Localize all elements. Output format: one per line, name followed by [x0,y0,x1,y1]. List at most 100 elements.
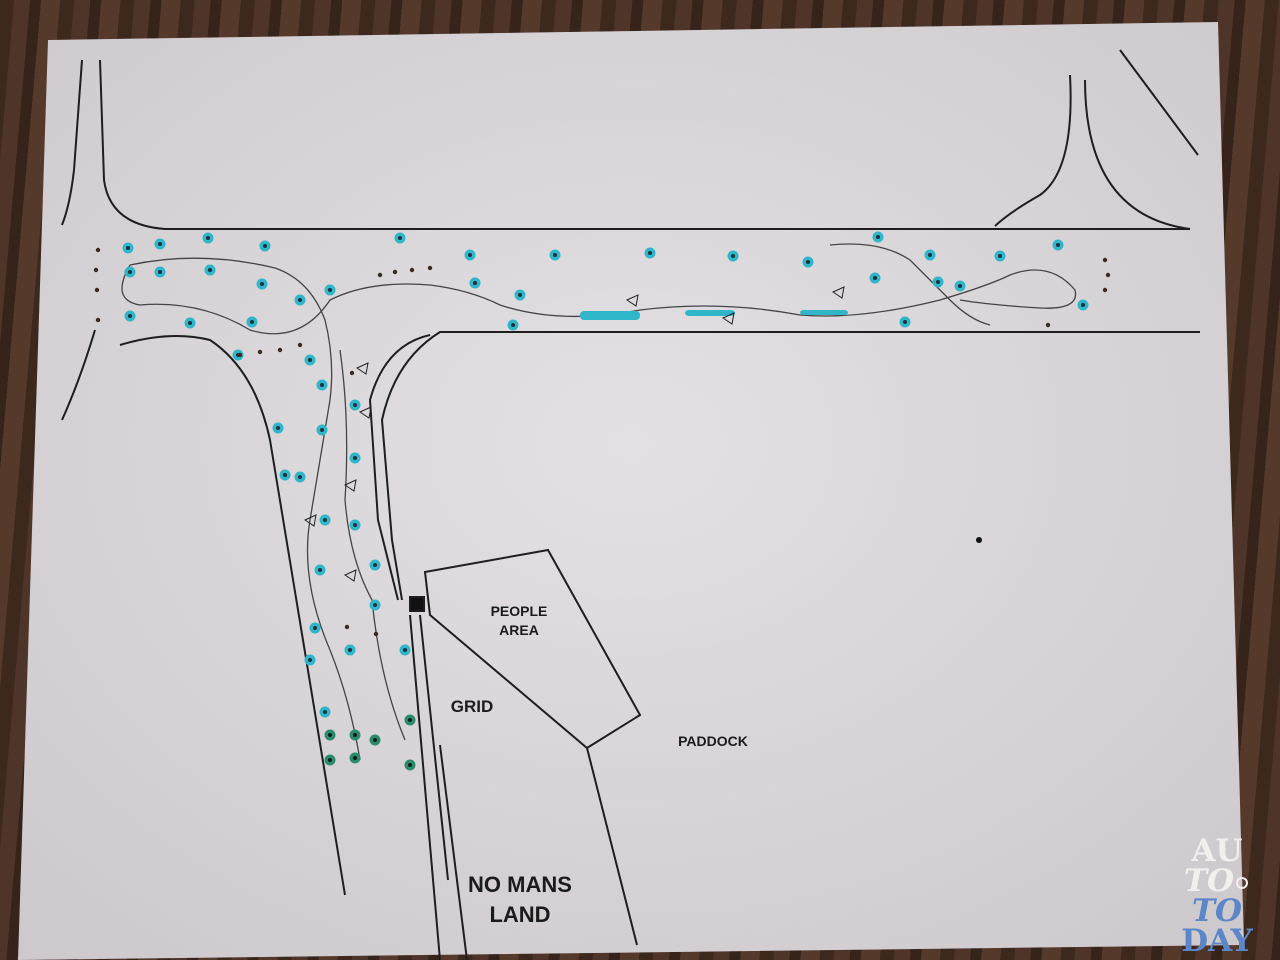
cone-center [998,254,1002,258]
small-cone-dot [257,349,263,355]
cone-center [208,268,212,272]
slalom-cone-row [800,310,848,315]
cone-center [648,251,652,255]
label-paddock: PADDOCK [678,733,748,749]
cone-center [403,648,407,652]
left-road-outer-edge [61,59,83,226]
watermark-line2a: TO [1183,863,1235,899]
racing-line [121,243,1077,761]
pointer-cone-icon [721,312,735,325]
cone-center [353,733,357,737]
pointer-cone-icon [355,362,369,375]
cone-center [263,244,267,248]
cone-center [308,658,312,662]
cone-center [373,603,377,607]
small-cone-dot [392,269,398,275]
small-cone-dot [377,272,383,278]
pointer-cone-icon [343,569,357,582]
pointer-cone-icon [831,286,845,299]
cone-center [903,320,907,324]
cone-center [323,518,327,522]
small-cone-dot [1105,272,1111,278]
small-cone-dot [95,247,101,253]
cone-center [126,246,130,250]
cone-center [328,758,332,762]
cone-center [298,298,302,302]
upper-road-bottom-right-edge-2 [368,334,431,601]
cone-center [408,718,412,722]
cone-center [1056,243,1060,247]
top-right-road-edge [994,74,1072,227]
cone-center [250,320,254,324]
cone-center [731,254,735,258]
slalom-cone-row [685,310,735,316]
small-cone-dot [349,370,355,376]
cone-center [328,288,332,292]
cone-center [298,475,302,479]
small-cone-dot [94,287,100,293]
small-cone-dot [1045,322,1051,328]
cone-center [128,314,132,318]
cone-center [928,253,932,257]
cone-center [260,282,264,286]
cone-center [206,236,210,240]
cone-center [318,568,322,572]
small-cone-dot [344,624,350,630]
small-cone-dot [427,265,433,271]
cone-center [313,626,317,630]
top-right-road-edge-2 [1119,49,1199,156]
cone-center [518,293,522,297]
people-area-outline [423,548,642,750]
grid-boundary-line-2 [419,614,449,881]
cone-center [328,733,332,737]
cone-center [283,473,287,477]
cone-center [353,756,357,760]
cone-center [876,235,880,239]
cone-center [373,738,377,742]
upper-road-bottom-left-edge [119,335,346,896]
cone-center [473,281,477,285]
cone-center [320,383,324,387]
slalom-cone-row [580,311,640,320]
small-cone-dot [95,317,101,323]
pointer-cone-icon [303,514,317,527]
label-grid: GRID [451,697,494,716]
cone-center [158,242,162,246]
road-outlines [61,49,1200,960]
small-cone-dot [373,631,379,637]
pointer-cone-icon [625,294,639,307]
no-mans-land-left-line [439,744,468,960]
cone-center [553,253,557,257]
label-no-mans-land: NO MANS [468,872,572,897]
small-cone-dot [297,342,303,348]
watermark-line1: AU [1191,833,1243,869]
small-cone-dot [1102,287,1108,293]
upper-road-bottom-right-edge [380,331,1200,601]
cones [93,231,1111,771]
paddock-boundary-line [586,747,638,946]
cone-center [308,358,312,362]
cone-center [353,523,357,527]
small-cone-dot [93,267,99,273]
cone-center [158,270,162,274]
cone-center [408,763,412,767]
timing-box [409,596,425,612]
ink-dot [976,537,982,543]
cone-center [806,260,810,264]
cone-center [128,270,132,274]
watermark-line2b: TO [1191,893,1243,929]
small-cone-dot [1102,257,1108,263]
small-cone-dot [237,352,243,358]
grid-boundary-line [409,614,441,960]
small-cone-dot [277,347,283,353]
paper-sheet [18,22,1244,960]
cone-center [188,321,192,325]
label-no-mans-land-2: LAND [489,902,550,927]
pointer-cone-icon [358,406,372,419]
cone-center [348,648,352,652]
label-people-area: PEOPLE [491,603,548,619]
cone-center [958,284,962,288]
cone-center [468,253,472,257]
cone-center [398,236,402,240]
